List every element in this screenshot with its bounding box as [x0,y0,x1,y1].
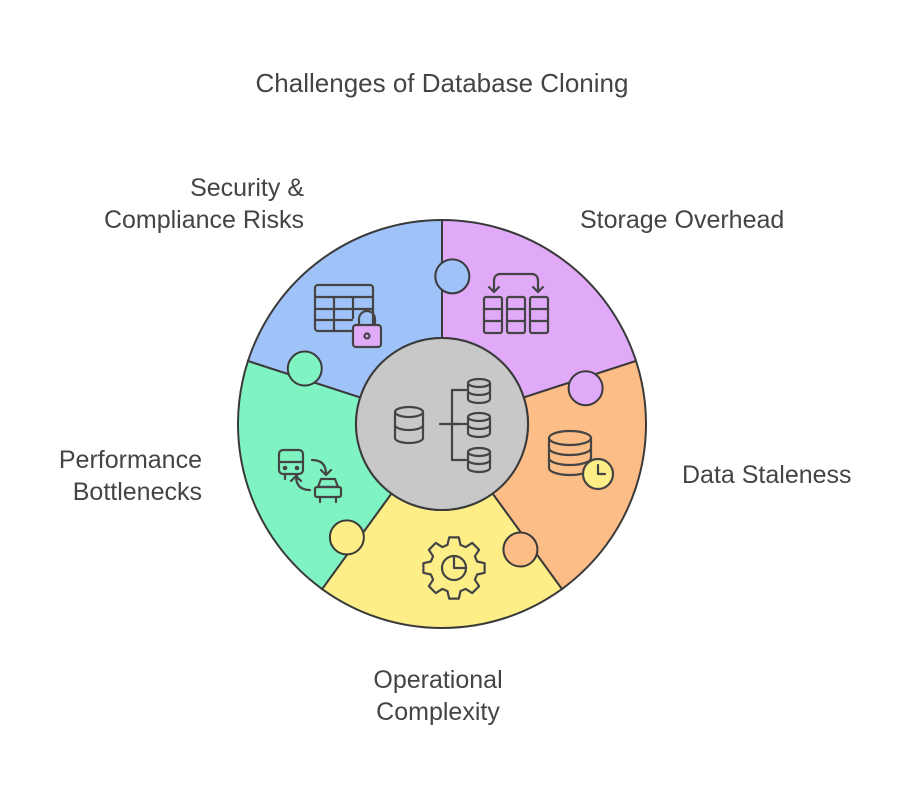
label-storage-overhead: Storage Overhead [580,206,785,234]
puzzle-knob-joint-security [575,374,594,393]
database-clone-icon [393,377,492,474]
puzzle-segments [237,218,647,629]
duplicated-columns-icon [482,272,550,335]
diagram-title: Challenges of Database Cloning [255,68,629,98]
gear-chart-icon [422,536,486,600]
puzzle-knob-joint-staleness [341,531,360,550]
database-clock-icon [547,429,615,491]
puzzle-knob-joint-performance [438,267,457,286]
traffic-vehicles-icon [277,448,343,504]
label-security-compliance: Security & Compliance Risks [103,174,304,234]
label-operational-complexity: Operational Complexity [373,666,503,726]
locked-table-icon [313,283,383,349]
puzzle-knob-joint-operational [294,364,313,383]
label-data-staleness: Data Staleness [682,461,852,489]
puzzle-knob-joint-storage [515,537,534,556]
label-performance-bottlenecks: Performance Bottlenecks [58,446,202,506]
